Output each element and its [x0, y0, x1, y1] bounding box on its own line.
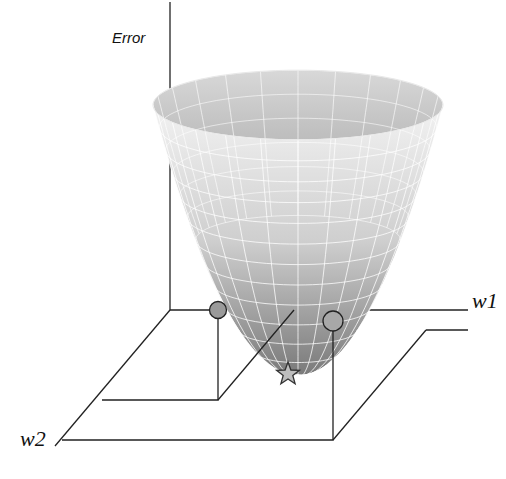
surface-grid — [298, 130, 401, 376]
axis-label: w1 — [472, 290, 498, 312]
surface-grid — [261, 71, 272, 216]
surface-grid — [298, 122, 424, 375]
surface-grid — [158, 114, 298, 375]
surface-grid — [196, 130, 299, 376]
surface-grid — [172, 122, 298, 375]
surface-grid — [158, 96, 199, 234]
weight-point — [210, 302, 227, 319]
surface-grid — [226, 135, 299, 376]
surface-grid — [298, 135, 371, 376]
surface-grid — [349, 75, 370, 219]
surface-grid — [298, 70, 299, 215]
paraboloid — [153, 70, 443, 376]
surface-grid — [397, 96, 438, 234]
surface-grid — [387, 88, 424, 228]
surface-grid — [325, 71, 336, 216]
axis-label: Error — [112, 30, 145, 45]
surface-grid — [298, 114, 438, 375]
surface-grid — [153, 70, 443, 140]
minimum-star — [277, 362, 300, 384]
projection-lines — [62, 310, 468, 440]
surface-grid — [261, 139, 299, 376]
weight-point — [323, 311, 343, 331]
surface-grid — [298, 139, 336, 376]
surface-grid — [153, 105, 298, 375]
surface-grid — [172, 88, 209, 228]
axis-label: w2 — [20, 428, 46, 450]
surface-grid — [196, 80, 226, 222]
w2-axis — [55, 310, 170, 446]
surface-grid — [371, 80, 401, 222]
surface-grid — [226, 75, 247, 219]
